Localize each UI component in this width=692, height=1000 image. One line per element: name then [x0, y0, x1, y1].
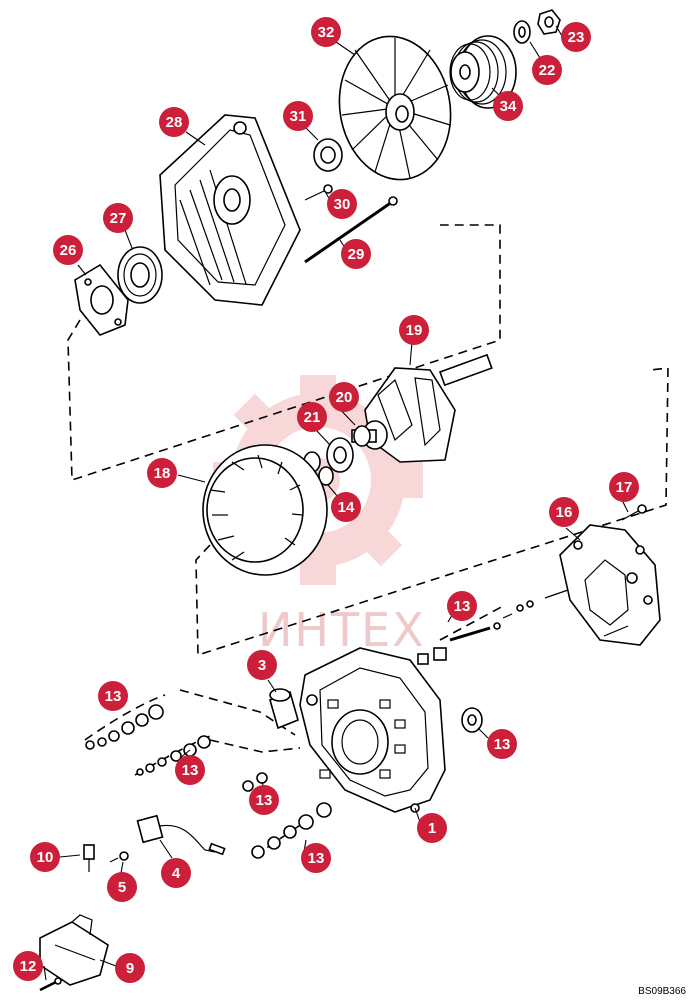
callout-14: 14 [331, 492, 361, 522]
svg-text:19: 19 [406, 322, 423, 339]
callout-20: 20 [329, 382, 359, 412]
svg-text:3: 3 [258, 657, 266, 674]
callout-19: 19 [399, 315, 429, 345]
svg-text:10: 10 [37, 849, 54, 866]
rotor-part [351, 353, 493, 463]
insulating-washer-part [461, 707, 483, 733]
callout-13-insulator: 13 [487, 729, 517, 759]
callout-17: 17 [609, 472, 639, 502]
regulator-screw-part [39, 977, 62, 992]
callout-13-washers-center: 13 [249, 785, 279, 815]
callout-13-terminal-stud: 13 [447, 591, 477, 621]
rear-bearing-part [326, 437, 354, 473]
rectifier-plate-part [544, 524, 661, 646]
callout-22: 22 [532, 55, 562, 85]
washer-part [513, 20, 531, 44]
svg-text:34: 34 [500, 98, 517, 115]
drive-end-housing-part [159, 114, 301, 306]
callout-27: 27 [103, 203, 133, 233]
callout-10: 10 [30, 842, 60, 872]
terminal-screw-part [109, 851, 129, 863]
callout-28: 28 [159, 107, 189, 137]
callout-31: 31 [283, 101, 313, 131]
callout-30: 30 [327, 189, 357, 219]
callout-29: 29 [341, 239, 371, 269]
assembly-guide-lines [67, 224, 669, 753]
slip-ring-part [353, 425, 371, 447]
bushing-part [269, 688, 299, 730]
callout-9: 9 [115, 953, 145, 983]
terminal-stud-hardware [417, 600, 534, 665]
svg-text:12: 12 [20, 958, 37, 975]
through-bolt-part [304, 196, 398, 264]
callout-1: 1 [417, 813, 447, 843]
svg-text:27: 27 [110, 210, 127, 227]
svg-text:13: 13 [454, 598, 471, 615]
callout-18: 18 [147, 458, 177, 488]
svg-text:9: 9 [126, 960, 134, 977]
svg-text:32: 32 [318, 24, 335, 41]
svg-text:17: 17 [616, 479, 633, 496]
slip-ring-end-housing-part [299, 647, 446, 813]
capacitor-part [136, 814, 226, 856]
svg-text:21: 21 [304, 409, 321, 426]
svg-text:28: 28 [166, 114, 183, 131]
svg-text:13: 13 [308, 850, 325, 867]
callout-13-washers-upper: 13 [98, 681, 128, 711]
callout-4: 4 [161, 858, 191, 888]
svg-text:22: 22 [539, 62, 556, 79]
svg-text:13: 13 [105, 688, 122, 705]
callout-5: 5 [107, 872, 137, 902]
callout-13-washers-lower: 13 [301, 843, 331, 873]
svg-text:13: 13 [494, 736, 511, 753]
voltage-regulator-part [39, 914, 109, 986]
spacer-part [313, 138, 343, 172]
drawing-code: BS09B366 [638, 986, 686, 997]
callout-16: 16 [549, 497, 579, 527]
callout-13-washers-middle: 13 [175, 755, 205, 785]
svg-text:13: 13 [182, 762, 199, 779]
svg-text:31: 31 [290, 108, 307, 125]
bearing-part [117, 246, 163, 304]
svg-text:13: 13 [256, 792, 273, 809]
pulley-part [449, 35, 517, 109]
rectifier-screw-part [621, 504, 647, 521]
callout-12: 12 [13, 951, 43, 981]
callout-26: 26 [53, 235, 83, 265]
svg-text:23: 23 [568, 29, 585, 46]
svg-text:16: 16 [556, 504, 573, 521]
screw-part [304, 184, 333, 201]
nut-part [537, 9, 561, 35]
svg-text:14: 14 [338, 499, 355, 516]
svg-text:29: 29 [348, 246, 365, 263]
fan-part [338, 35, 452, 181]
svg-text:18: 18 [154, 465, 171, 482]
svg-text:30: 30 [334, 196, 351, 213]
watermark-text: ИНТЕХ [258, 603, 426, 657]
terminal-part [83, 844, 95, 872]
callout-21: 21 [297, 402, 327, 432]
terminal-nuts-washers-upper [84, 694, 166, 750]
callout-32: 32 [311, 17, 341, 47]
svg-text:4: 4 [172, 865, 181, 882]
terminal-nuts-washers-lower [251, 802, 332, 859]
svg-text:5: 5 [118, 879, 126, 896]
stator-part [202, 444, 328, 576]
callout-34: 34 [493, 91, 523, 121]
svg-text:1: 1 [428, 820, 436, 837]
retainer-plate-part [74, 263, 129, 336]
svg-text:26: 26 [60, 242, 77, 259]
callout-23: 23 [561, 22, 591, 52]
callout-3: 3 [247, 650, 277, 680]
svg-text:20: 20 [336, 389, 353, 406]
